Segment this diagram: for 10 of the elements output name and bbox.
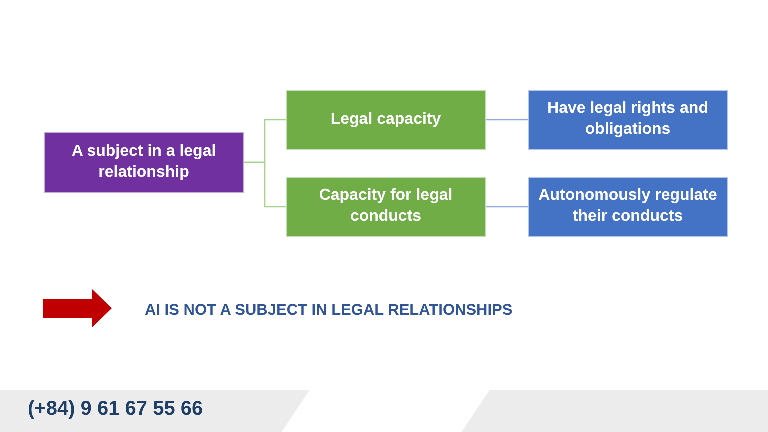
connector-line xyxy=(486,206,528,208)
process-box: Have legal rights and obligations xyxy=(528,90,728,150)
process-box: A subject in a legal relationship xyxy=(44,132,244,193)
phone-number: (+84) 9 61 67 55 66 xyxy=(28,398,204,421)
connector-line xyxy=(244,162,286,208)
conclusion-text: AI IS NOT A SUBJECT IN LEGAL RELATIONSHIPS xyxy=(145,302,513,320)
process-box: Capacity for legal conducts xyxy=(286,177,486,237)
process-box: Autonomously regulate their conducts xyxy=(528,177,728,237)
connector-line xyxy=(486,119,528,121)
process-box: Legal capacity xyxy=(286,90,486,150)
